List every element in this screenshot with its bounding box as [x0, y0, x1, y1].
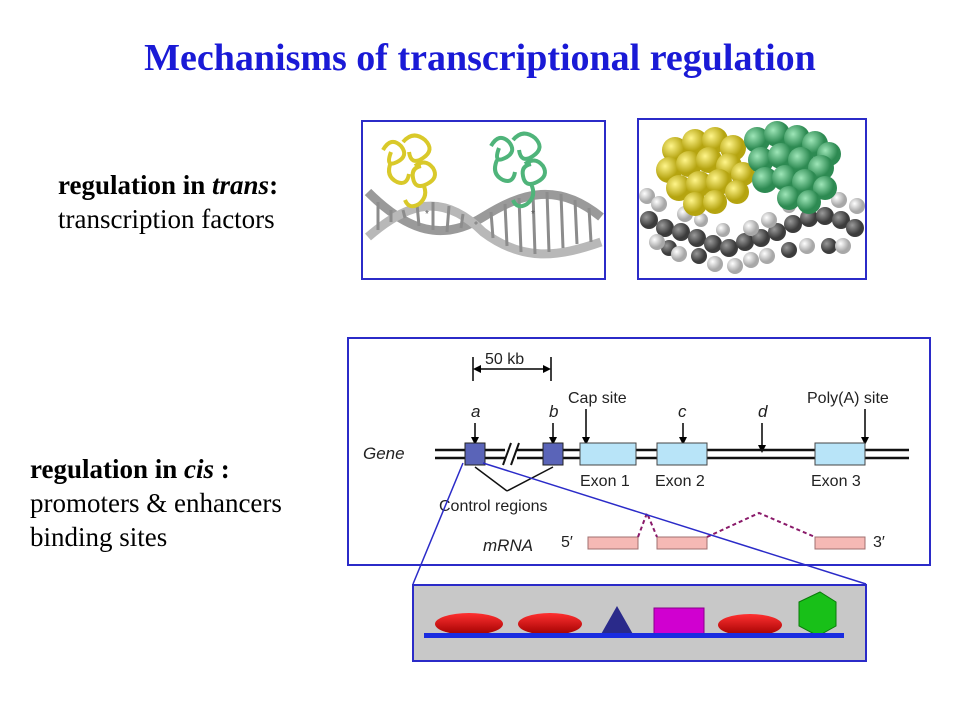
- mrna-exon-2: [656, 536, 708, 550]
- site-label-c: c: [678, 402, 687, 421]
- exon-3: [814, 442, 866, 466]
- cis-heading: regulation in cis :: [30, 452, 282, 486]
- binding-sites-graphic: [424, 591, 844, 638]
- mrna-3prime-label: 3′: [873, 534, 885, 551]
- site-label-b: b: [549, 402, 558, 421]
- trans-heading: regulation in trans:: [58, 168, 278, 202]
- mrna-5prime-label: 5′: [561, 534, 573, 551]
- control-region-b: [542, 442, 564, 466]
- polya-site-label: Poly(A) site: [807, 390, 889, 407]
- splice-junction-1: [637, 510, 658, 538]
- ribbon-structure-image: * *: [361, 120, 606, 280]
- cis-heading-italic: cis: [184, 454, 215, 484]
- factor-oval-2: [518, 613, 582, 635]
- svg-text:*: *: [531, 209, 535, 220]
- trans-section: regulation in trans: transcription facto…: [58, 168, 278, 236]
- cis-description-2: binding sites: [30, 522, 168, 552]
- trans-heading-prefix: regulation in: [58, 170, 213, 200]
- cis-description-1: promoters & enhancers: [30, 488, 282, 518]
- factor-oval-1: [435, 613, 503, 635]
- exon-1-label: Exon 1: [580, 473, 630, 490]
- factor-triangle: [600, 606, 634, 636]
- factor-square: [653, 607, 705, 637]
- exon-1: [579, 442, 637, 466]
- ribbon-structure-graphic: * *: [364, 131, 604, 259]
- cap-site-label: Cap site: [568, 390, 627, 407]
- cis-heading-prefix: regulation in: [30, 454, 185, 484]
- exon-3-label: Exon 3: [811, 473, 861, 490]
- factor-oval-3: [718, 614, 782, 636]
- cis-section: regulation in cis : promoters & enhancer…: [30, 452, 282, 554]
- control-region-a: [464, 442, 486, 466]
- page-title: Mechanisms of transcriptional regulation: [144, 37, 816, 79]
- trans-heading-italic: trans: [212, 170, 270, 200]
- trans-description: transcription factors: [58, 204, 275, 234]
- control-regions-label: Control regions: [439, 498, 548, 515]
- exon-2: [656, 442, 708, 466]
- gene-label: Gene: [363, 444, 405, 463]
- splice-junction-2: [706, 511, 816, 538]
- space-filling-structure-graphic: [639, 121, 865, 274]
- gene-structure-diagram: 50 kb a b Cap site c d Poly(A) site Gene: [347, 337, 931, 566]
- mrna-exon-3: [814, 536, 866, 550]
- exon-2-label: Exon 2: [655, 473, 705, 490]
- mrna-exon-1: [587, 536, 639, 550]
- space-filling-structure-image: [637, 118, 867, 280]
- dna-binding-bar: [424, 633, 844, 638]
- site-label-a: a: [471, 402, 480, 421]
- gene-structure-graphic: 50 kb a b Cap site c d Poly(A) site Gene: [363, 351, 909, 555]
- binding-sites-detail: [412, 584, 867, 662]
- svg-text:*: *: [425, 209, 429, 220]
- scale-label: 50 kb: [485, 351, 524, 368]
- site-label-d: d: [758, 402, 768, 421]
- mrna-label: mRNA: [483, 536, 533, 555]
- factor-hexagon: [798, 591, 837, 637]
- trans-heading-suffix: :: [269, 170, 279, 200]
- cis-heading-suffix: :: [214, 454, 230, 484]
